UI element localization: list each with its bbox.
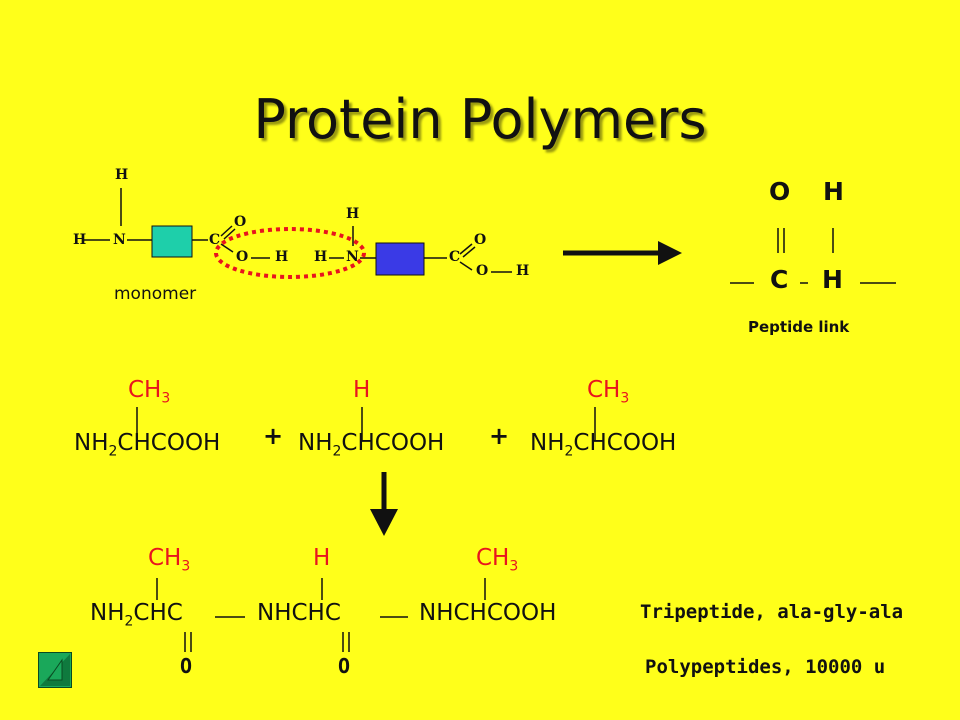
m2-n: N [346,249,359,265]
product-3-side-chain: CH3 [476,545,519,575]
slide-title: Protein Polymers [253,88,707,151]
reactant-2-side-chain: H [353,377,371,403]
m2-bond-c-o [459,261,473,271]
back-navigation-button[interactable] [38,652,72,688]
m2-h-top: H [346,206,360,222]
condensation-highlight [214,227,366,279]
reactant-3-side-chain: CH3 [587,377,630,407]
m2-h-left: H [314,249,328,265]
m2-double-bond-a [459,243,473,255]
m2-double-bond-b [462,246,476,258]
m2-side-chain-box [375,242,425,276]
polypeptides-note: Polypeptides, 10000 u [645,656,886,678]
peptide-c: C [770,265,789,294]
m2-o-top: O [474,232,487,248]
m2-o-bottom: O [476,263,489,279]
down-arrow-head [370,509,398,536]
tripeptide-note: Tripeptide, ala-gly-ala [640,601,904,623]
product-carbonyl-o-2: O [338,654,351,678]
m1-h-right: H [275,249,289,265]
reactant-2-formula: NH2CHCOOH [298,430,445,460]
peptide-h-top: H [823,177,844,206]
m1-side-chain-box [151,225,193,258]
peptide-h-bottom: H [822,265,843,294]
peptide-o: O [769,177,791,206]
m2-c: C [449,249,461,265]
back-arrow-icon [38,652,72,688]
m1-double-bond-a [220,225,233,237]
m1-h-left: H [73,232,87,248]
product-carbonyl-o-1: O [180,654,193,678]
product-part-1: NH2CHC [90,600,183,630]
m1-o-top: O [234,214,247,230]
m1-c: C [209,232,221,248]
product-1-side-chain: CH3 [148,545,191,575]
reactant-1-formula: NH2CHCOOH [74,430,221,460]
m1-o-bottom: O [236,249,249,265]
m1-bond-c-o [220,243,234,253]
plus-sign-2: + [489,422,510,450]
m1-n: N [113,232,126,248]
product-2-side-chain: H [313,545,331,571]
product-part-2: NHCHC [257,600,341,626]
plus-sign-1: + [263,422,284,450]
reaction-arrow-head [658,241,682,265]
monomer-label: monomer [114,284,197,304]
peptide-link-label: Peptide link [748,318,850,336]
reactant-3-formula: NH2CHCOOH [530,430,677,460]
m1-double-bond-b [223,228,236,240]
m2-h-right: H [516,263,530,279]
m1-h-top: H [115,167,129,183]
product-part-3: NHCHCOOH [419,600,557,626]
reactant-1-side-chain: CH3 [128,377,171,407]
